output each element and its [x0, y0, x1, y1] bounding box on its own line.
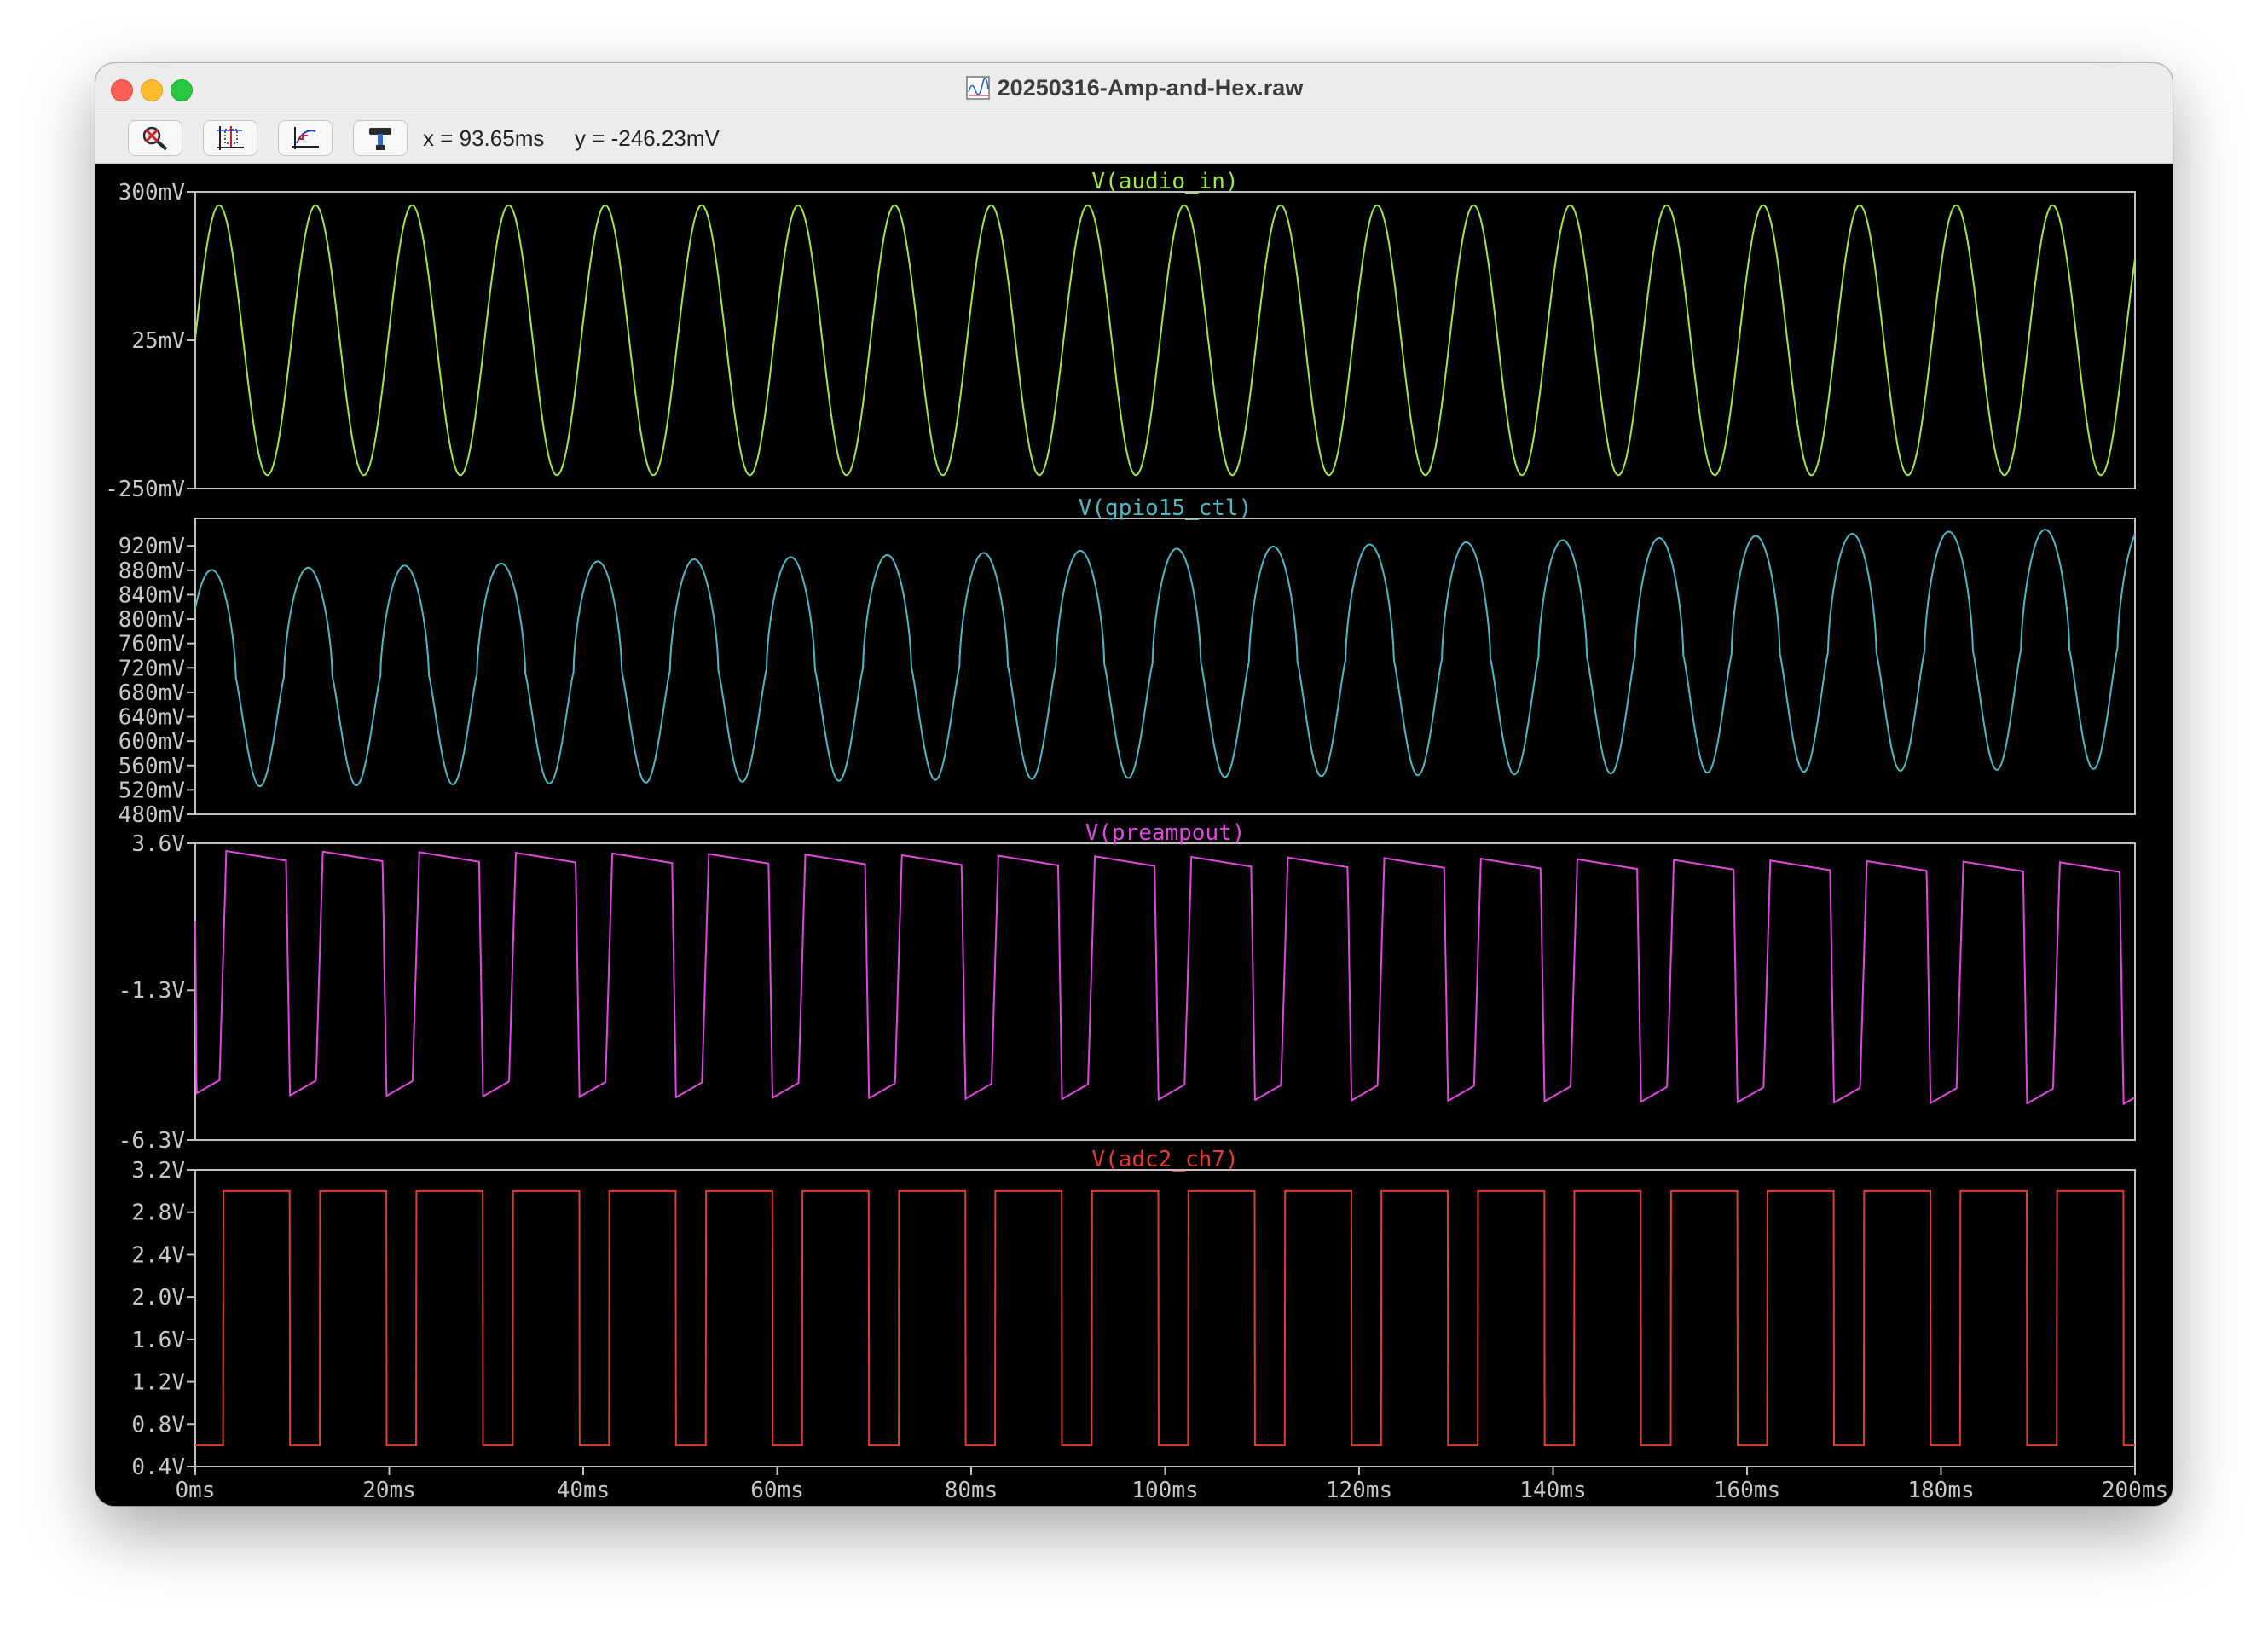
- y-tick-label-0-0: 300mV: [119, 180, 185, 205]
- y-tick-label-2-0: 3.6V: [131, 831, 185, 857]
- x-tick-label-9: 180ms: [1907, 1478, 1974, 1503]
- x-tick-label-5: 100ms: [1131, 1478, 1198, 1503]
- autorange-button[interactable]: [128, 120, 182, 156]
- y-tick-label-1-7: 640mV: [119, 705, 185, 731]
- plot-frame-3: [194, 1169, 2136, 1467]
- y-tick-label-0-2: -250mV: [105, 477, 185, 502]
- plot-area[interactable]: V(audio_in) 300mV 25mV -250mV V(gpio15_ctl) 9…: [95, 164, 2173, 1506]
- window-title-text: 20250316-Amp-and-Hex.raw: [997, 75, 1304, 101]
- x-tick-label-4: 80ms: [945, 1478, 998, 1503]
- y-tick-label-1-9: 560mV: [119, 754, 185, 779]
- trace-title-2: V(preampout): [1085, 820, 1246, 846]
- trace-0: [194, 204, 2136, 477]
- cursor-box-icon: [217, 126, 244, 150]
- x-tick-label-2: 40ms: [557, 1478, 610, 1503]
- x-tick-label-7: 140ms: [1519, 1478, 1586, 1503]
- y-tick-label-1-6: 680mV: [119, 680, 185, 706]
- plot-frame-0: [194, 191, 2136, 489]
- y-tick-label-1-5: 720mV: [119, 656, 185, 681]
- trace-1: [194, 529, 2136, 788]
- y-tick-label-1-2: 840mV: [119, 582, 185, 608]
- waveform-plots[interactable]: V(audio_in) 300mV 25mV -250mV V(gpio15_ctl) 9…: [95, 164, 2173, 1506]
- cursor-button[interactable]: [203, 120, 257, 156]
- y-tick-label-3-1: 2.8V: [131, 1201, 185, 1226]
- probe-button[interactable]: [353, 120, 408, 156]
- trace-title-0: V(audio_in): [1091, 169, 1238, 194]
- y-tick-label-1-8: 600mV: [119, 729, 185, 755]
- waveform-document-icon: [965, 76, 990, 100]
- y-tick-label-0-1: 25mV: [131, 328, 185, 354]
- y-tick-label-3-3: 2.0V: [131, 1285, 185, 1311]
- zoom-window-button[interactable]: [171, 79, 193, 101]
- trace-3: [195, 1189, 2135, 1447]
- y-readout: y = -246.23mV: [575, 125, 720, 151]
- probe-hammer-icon: [369, 128, 391, 150]
- trace-title-1: V(gpio15_ctl): [1079, 495, 1253, 521]
- trace-title-3: V(adc2_ch7): [1091, 1147, 1238, 1172]
- x-tick-label-8: 160ms: [1714, 1478, 1780, 1503]
- measure-button[interactable]: [278, 120, 333, 156]
- y-tick-label-1-1: 880mV: [119, 558, 185, 584]
- trace-2: [194, 849, 2136, 1106]
- y-tick-label-3-4: 1.6V: [131, 1328, 185, 1353]
- y-tick-label-3-2: 2.4V: [131, 1242, 185, 1268]
- y-tick-label-2-2: -6.3V: [119, 1128, 185, 1154]
- magnifier-cancel-icon: [142, 126, 168, 151]
- x-tick-label-6: 120ms: [1326, 1478, 1392, 1503]
- y-tick-label-2-1: -1.3V: [119, 978, 185, 1004]
- toolbar: x = 93.65ms y = -246.23mV: [95, 113, 2173, 164]
- y-tick-label-1-11: 480mV: [119, 802, 185, 828]
- y-tick-label-3-0: 3.2V: [131, 1158, 185, 1183]
- axes-curve-icon: [292, 127, 319, 149]
- x-tick-label-3: 60ms: [750, 1478, 804, 1503]
- x-tick-label-1: 20ms: [362, 1478, 416, 1503]
- y-tick-label-3-5: 1.2V: [131, 1370, 185, 1396]
- waveform-viewer-window: 20250316-Amp-and-Hex.raw: [95, 63, 2173, 1506]
- y-tick-label-3-7: 0.4V: [131, 1455, 185, 1480]
- close-window-button[interactable]: [111, 79, 133, 101]
- x-readout: x = 93.65ms: [423, 125, 545, 151]
- y-tick-label-1-4: 760mV: [119, 632, 185, 657]
- window-title: 20250316-Amp-and-Hex.raw: [95, 75, 2173, 101]
- x-tick-label-0: 0ms: [176, 1478, 216, 1503]
- y-tick-label-1-0: 920mV: [119, 534, 185, 559]
- title-bar: 20250316-Amp-and-Hex.raw: [95, 63, 2173, 113]
- y-tick-label-1-3: 800mV: [119, 607, 185, 633]
- minimize-window-button[interactable]: [141, 79, 163, 101]
- y-tick-label-1-10: 520mV: [119, 778, 185, 803]
- x-tick-label-10: 200ms: [2102, 1478, 2168, 1503]
- plot-frame-1: [194, 518, 2136, 815]
- y-tick-label-3-6: 0.8V: [131, 1412, 185, 1438]
